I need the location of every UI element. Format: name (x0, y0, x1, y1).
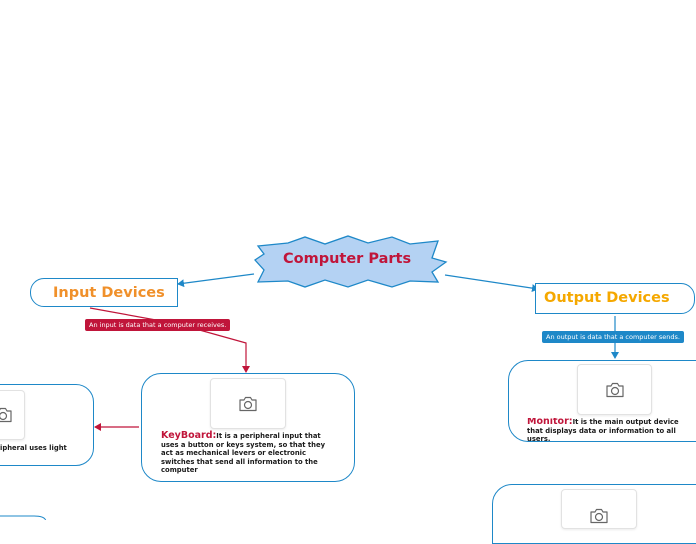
camera-icon (605, 382, 624, 397)
monitor-description: It is the main output device that displa… (527, 418, 679, 444)
connector-input-to-keyboard (89, 307, 250, 373)
lower-card-image-placeholder[interactable] (561, 489, 637, 529)
lower-left-node-partial[interactable] (0, 515, 47, 520)
connector-central-to-input (177, 273, 255, 288)
mind-map-canvas (0, 235, 619, 520)
input-devices-title: Input Devices (53, 285, 165, 301)
left-card-text: ipheral uses light (0, 444, 67, 452)
output-relation-label[interactable]: An output is data that a computer sends. (542, 331, 684, 343)
left-card-image-placeholder[interactable] (0, 390, 25, 440)
output-devices-title: Output Devices (544, 290, 670, 306)
keyboard-text: KeyBoard:It is a peripheral input that u… (161, 430, 337, 475)
input-relation-label[interactable]: An input is data that a computer receive… (85, 319, 231, 331)
output-devices-node[interactable] (535, 283, 695, 314)
keyboard-image-placeholder[interactable] (210, 378, 286, 429)
input-devices-node[interactable] (30, 278, 178, 307)
monitor-text: Monitor:It is the main output device tha… (527, 418, 696, 444)
keyboard-description: It is a peripheral input that uses a but… (161, 432, 326, 475)
camera-icon (239, 396, 257, 411)
monitor-term: Monitor: (527, 418, 573, 427)
connector-central-to-output (444, 274, 539, 293)
camera-icon (0, 407, 12, 423)
monitor-image-placeholder[interactable] (577, 364, 652, 415)
camera-icon (590, 508, 608, 524)
keyboard-term: KeyBoard: (161, 430, 217, 441)
central-topic-burst[interactable] (254, 235, 448, 288)
central-topic-title[interactable]: Computer Parts (283, 251, 412, 267)
